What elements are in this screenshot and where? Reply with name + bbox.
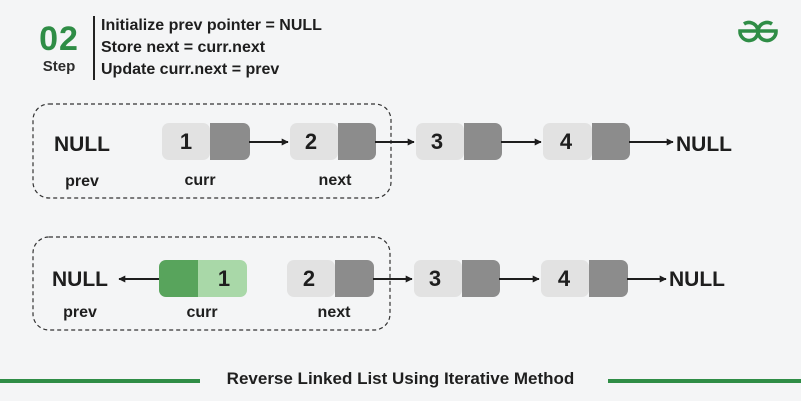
step-label: Step (42, 58, 76, 75)
node-value: 2 (305, 129, 317, 154)
label-prev-row2: prev (63, 304, 97, 321)
geeksforgeeks-logo-icon (738, 20, 778, 43)
highlight-box-row1 (32, 103, 392, 199)
node-value: 2 (303, 266, 315, 291)
node-value: 4 (560, 129, 573, 154)
node-value: 1 (218, 266, 230, 291)
step-divider (93, 16, 95, 80)
label-next-row1: next (319, 172, 353, 189)
node-2-row1: 2 (290, 123, 376, 160)
node-4-row1: 4 (543, 123, 630, 160)
node-value: 1 (180, 129, 192, 154)
null-left-row1: NULL (54, 133, 110, 156)
node-3-row2: 3 (414, 260, 500, 297)
node-value: 4 (558, 266, 571, 291)
node-1-row2-reversed: 1 (159, 260, 247, 297)
footer-title-text: Reverse Linked List Using Iterative Meth… (218, 369, 583, 388)
label-next-row2: next (318, 304, 352, 321)
node-value: 3 (431, 129, 443, 154)
node-value: 3 (429, 266, 441, 291)
null-right-row2: NULL (669, 268, 725, 291)
instruction-line: Initialize prev pointer = NULL (101, 17, 322, 34)
label-curr-row2: curr (186, 304, 217, 321)
node-3-row1: 3 (416, 123, 502, 160)
footer-rule-left (0, 379, 200, 383)
step-number: 02 (39, 20, 79, 58)
instruction-line: Store next = curr.next (101, 39, 266, 56)
null-right-row1: NULL (676, 133, 732, 156)
node-2-row2: 2 (287, 260, 374, 297)
node-1-row1: 1 (162, 123, 250, 160)
label-prev-row1: prev (65, 173, 99, 190)
highlight-box-row2 (32, 236, 391, 331)
footer-rule-right (608, 379, 801, 383)
step-instructions: Initialize prev pointer = NULL Store nex… (101, 15, 322, 81)
label-curr-row1: curr (184, 172, 215, 189)
footer-title: Reverse Linked List Using Iterative Meth… (0, 367, 801, 391)
null-left-row2: NULL (52, 268, 108, 291)
node-4-row2: 4 (541, 260, 628, 297)
step-indicator: 02 Step (26, 20, 92, 76)
instruction-line: Update curr.next = prev (101, 61, 280, 78)
